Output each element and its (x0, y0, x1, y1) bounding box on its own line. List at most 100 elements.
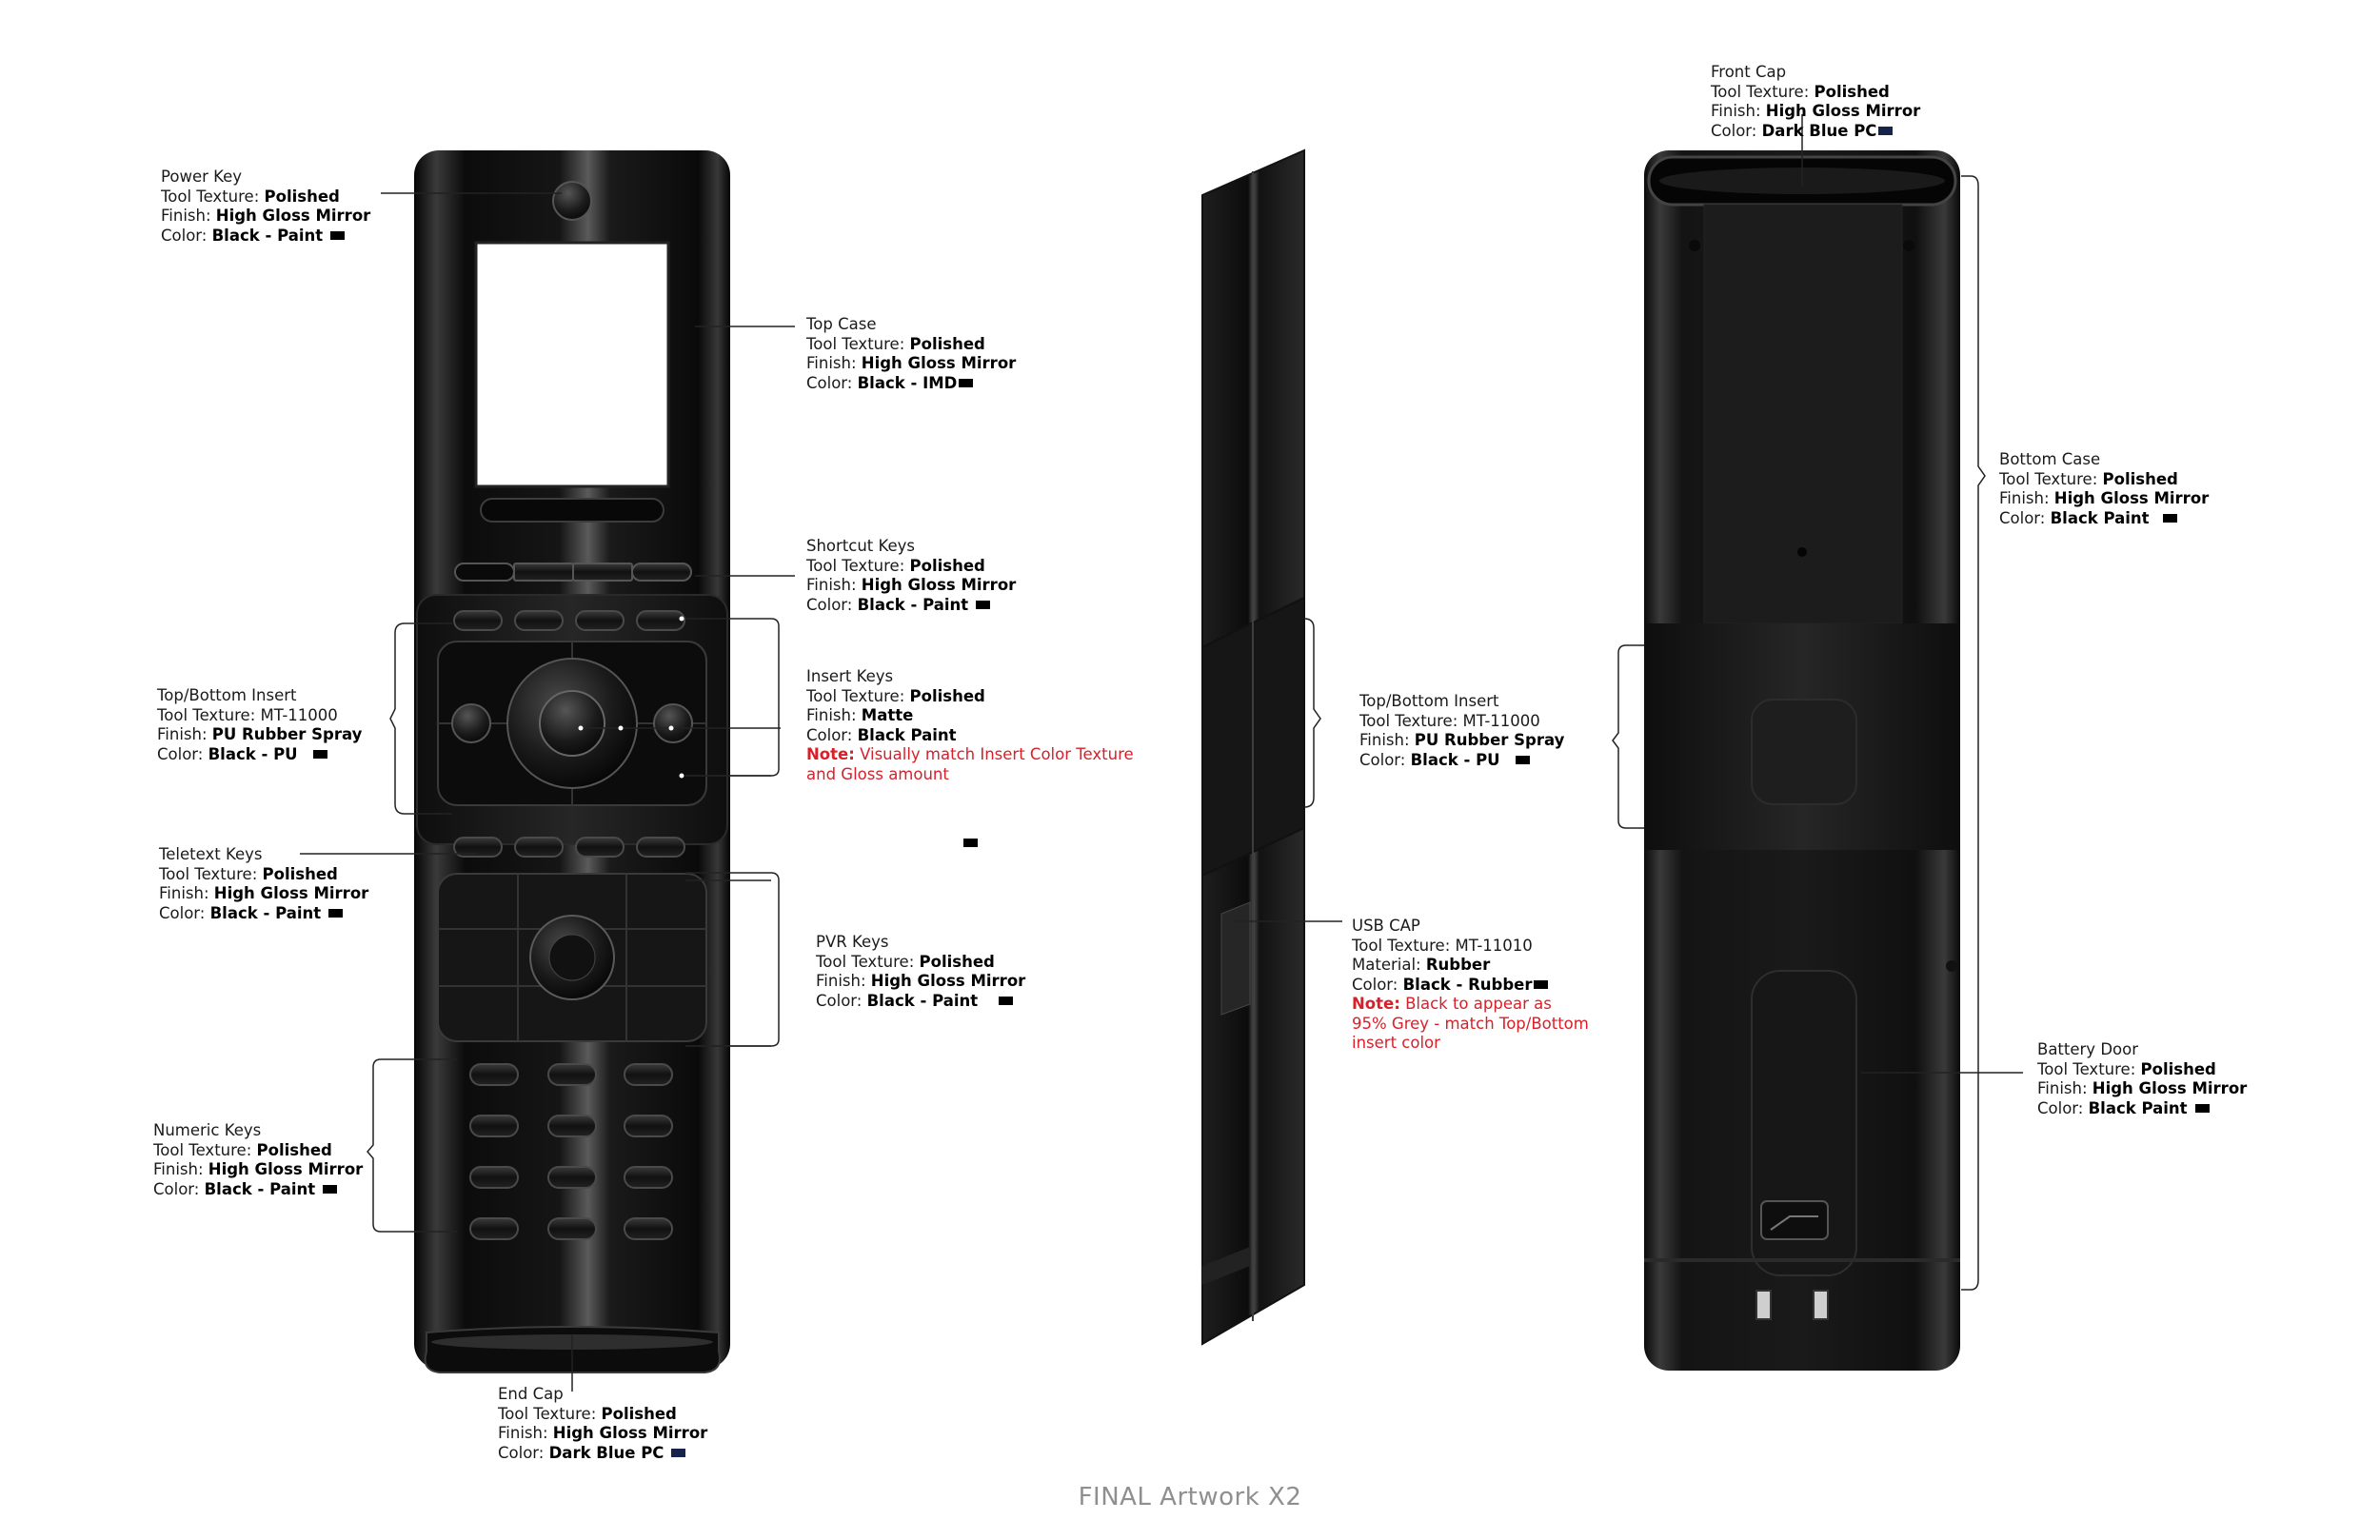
callout-front-cap: Front Cap Tool Texture: Polished Finish:… (1711, 63, 1921, 140)
color: Black Paint (2088, 1098, 2188, 1117)
color: Black - Paint (866, 991, 979, 1010)
color: Black - PU (208, 744, 298, 763)
color: Black Paint (2050, 508, 2150, 527)
part-name: Top/Bottom Insert (1359, 692, 1499, 710)
numeric-key[interactable] (469, 1166, 519, 1189)
teletext-keys (453, 837, 685, 858)
color-swatch (312, 749, 327, 759)
numeric-key[interactable] (624, 1166, 673, 1189)
tool-texture: MT-11010 (1455, 936, 1533, 955)
battery-contact (1813, 1290, 1829, 1320)
numeric-key[interactable] (469, 1063, 519, 1086)
battery-contact (1755, 1290, 1772, 1320)
color-swatch (1878, 126, 1894, 135)
color-swatch (330, 230, 346, 240)
bottom-case-panel (1703, 204, 1903, 624)
color-swatch (999, 996, 1014, 1005)
color-swatch (323, 1184, 338, 1194)
front-view (414, 150, 730, 1373)
part-name: End Cap (498, 1385, 564, 1403)
part-name: Insert Keys (806, 667, 894, 685)
color-swatch (976, 600, 991, 609)
stray-swatch (963, 839, 978, 847)
shortcut-keys (454, 563, 692, 582)
color-swatch (959, 378, 974, 387)
shortcut-key[interactable] (631, 563, 692, 582)
finish: High Gloss Mirror (1765, 102, 1921, 120)
color-swatch (328, 908, 344, 918)
part-name: Bottom Case (1999, 450, 2101, 468)
tool-texture: Polished (909, 686, 985, 705)
power-key[interactable] (552, 181, 592, 221)
part-name: Front Cap (1711, 63, 1787, 81)
insert-key[interactable] (575, 610, 625, 631)
back-key[interactable] (451, 703, 491, 743)
numeric-key[interactable] (624, 1115, 673, 1137)
numeric-key[interactable] (469, 1115, 519, 1137)
color: Black - Rubber (1402, 975, 1533, 994)
page-caption: FINAL Artwork X2 (1078, 1483, 1302, 1511)
insert-key[interactable] (453, 610, 503, 631)
finish: High Gloss Mirror (215, 207, 371, 225)
color: Black - Paint (857, 595, 969, 614)
color-swatch (1534, 979, 1549, 989)
tool-texture: Polished (909, 556, 985, 575)
numeric-key[interactable] (469, 1217, 519, 1240)
finish: High Gloss Mirror (2053, 489, 2210, 507)
numeric-key[interactable] (547, 1063, 597, 1086)
part-name: Top Case (806, 315, 877, 333)
shortcut-key[interactable] (513, 563, 574, 582)
teletext-key[interactable] (636, 837, 685, 858)
teletext-key[interactable] (514, 837, 564, 858)
color: Black - Paint (209, 903, 322, 922)
callout-top-case: Top Case Tool Texture: Polished Finish: … (806, 315, 1017, 392)
numeric-key[interactable] (624, 1217, 673, 1240)
callout-numeric-keys: Numeric Keys Tool Texture: Polished Fini… (153, 1121, 364, 1198)
callout-front-insert: Top/Bottom Insert Tool Texture: MT-11000… (157, 686, 363, 763)
callout-insert-keys: Insert Keys Tool Texture: Polished Finis… (806, 667, 1134, 783)
callout-battery-door: Battery Door Tool Texture: Polished Fini… (2037, 1040, 2248, 1117)
finish: PU Rubber Spray (211, 725, 363, 743)
tool-texture: Polished (2102, 469, 2178, 488)
shortcut-key[interactable] (454, 563, 515, 582)
part-name: Shortcut Keys (806, 537, 916, 555)
part-name: Top/Bottom Insert (157, 686, 297, 704)
part-name: Battery Door (2037, 1040, 2138, 1058)
callout-usb-cap: USB CAP Tool Texture: MT-11010 Material:… (1352, 917, 1589, 1052)
numeric-keys (469, 1063, 673, 1240)
color-swatch (1515, 755, 1530, 764)
menu-key[interactable] (653, 703, 693, 743)
battery-latch[interactable] (1760, 1200, 1829, 1240)
finish: High Gloss Mirror (208, 1160, 364, 1178)
insert-key[interactable] (514, 610, 564, 631)
numeric-key[interactable] (547, 1166, 597, 1189)
tool-texture: Polished (1814, 82, 1890, 101)
numeric-key[interactable] (547, 1217, 597, 1240)
part-name: PVR Keys (816, 933, 889, 951)
shortcut-key[interactable] (572, 563, 633, 582)
callout-teletext-keys: Teletext Keys Tool Texture: Polished Fin… (159, 845, 369, 922)
insert-top-keys (453, 610, 685, 631)
tool-texture: Polished (2140, 1059, 2216, 1078)
teletext-key[interactable] (575, 837, 625, 858)
insert-key[interactable] (636, 610, 685, 631)
tool-texture: Polished (909, 334, 985, 353)
finish: High Gloss Mirror (861, 354, 1017, 372)
finish: High Gloss Mirror (213, 884, 369, 902)
color: Black Paint (857, 725, 957, 744)
teletext-key[interactable] (453, 837, 503, 858)
color: Dark Blue PC (548, 1443, 664, 1462)
tool-texture: Polished (256, 1140, 332, 1159)
note: Note: Black to appear as (1352, 995, 1552, 1013)
finish: High Gloss Mirror (870, 972, 1026, 990)
finish: PU Rubber Spray (1414, 731, 1565, 749)
numeric-key[interactable] (624, 1063, 673, 1086)
numeric-key[interactable] (547, 1115, 597, 1137)
ok-key[interactable] (539, 690, 605, 757)
callout-bottom-case: Bottom Case Tool Texture: Polished Finis… (1999, 450, 2210, 527)
color-swatch (2162, 513, 2177, 523)
part-name: Teletext Keys (159, 845, 263, 863)
material: Rubber (1425, 956, 1491, 974)
callout-pvr-keys: PVR Keys Tool Texture: Polished Finish: … (816, 933, 1026, 1010)
